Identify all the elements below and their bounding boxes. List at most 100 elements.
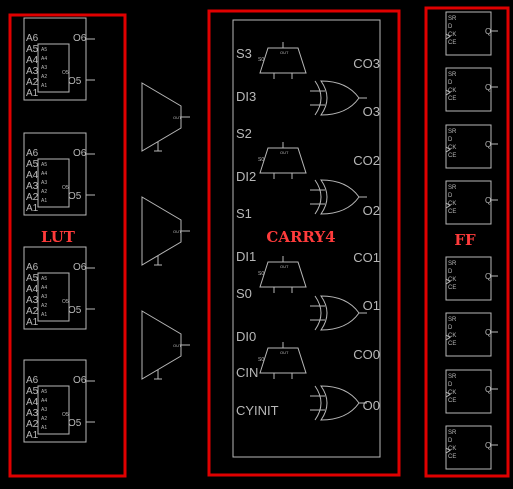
carry4-pin-co2: CO2 [353,153,380,168]
carry-mux-out-label: OUT [280,264,289,269]
ff-pin-sr: SR [448,261,457,267]
lut-input-a6: A6 [26,262,39,273]
lut-input-a1: A1 [26,430,39,441]
carry4-xor-3 [310,385,367,421]
lut-inner-pin-a5: A5 [41,276,47,282]
ff-output-q: Q [485,140,491,149]
ff-clock-marker [445,391,451,398]
mux-1: OUT [141,196,190,266]
carry4-pin-s2: S2 [236,126,252,141]
carry4-region-label: CARRY4 [266,228,335,246]
carry4-pin-o1: O1 [363,298,380,313]
ff-pin-ck: CK [448,32,456,38]
xor-body [320,80,360,116]
ff-pin-ce: CE [448,398,456,404]
lut-inner-pin-a1: A1 [41,198,47,204]
ff-region-label: FF [454,231,476,249]
lut-input-a3: A3 [26,181,39,192]
lut-input-a2: A2 [26,306,39,317]
ff-pin-ce: CE [448,96,456,102]
ff-output-q: Q [485,196,491,205]
ff-clock-marker [445,202,451,209]
ff-output-q: Q [485,441,491,450]
carry4-pin-di2: DI2 [236,169,256,184]
mux-body [141,310,182,380]
carry4-pin-s0: S0 [236,286,252,301]
carry-mux-body [259,47,307,74]
carry4-xor-2 [310,295,367,331]
carry-mux-body [259,147,307,174]
lut-input-a5: A5 [26,386,39,397]
lut-inner-out: O5 [62,185,69,191]
carry-mux-out-label: OUT [280,150,289,155]
ff-clock-marker [445,334,451,341]
mux-0: OUT [141,82,190,152]
lut-input-a1: A1 [26,203,39,214]
ff-pin-d: D [448,193,453,199]
ff-pin-ck: CK [448,201,456,207]
lut-inner-pin-a3: A3 [41,294,47,300]
lut-input-a4: A4 [26,397,39,408]
ff-pin-ce: CE [448,153,456,159]
lut-region-box [8,13,127,478]
lut-output-o6: O6 [73,148,87,159]
carry4-pin-o2: O2 [363,203,380,218]
ff-pin-ck: CK [448,277,456,283]
lut-input-a6: A6 [26,148,39,159]
lut-input-a3: A3 [26,66,39,77]
ff-pin-sr: SR [448,317,457,323]
mux-out-label: OUT [173,115,182,120]
carry4-pin-di3: DI3 [236,89,256,104]
lut-inner-pin-a1: A1 [41,312,47,318]
carry-mux-sel-label: S0 [258,157,264,163]
ff-pin-ck: CK [448,446,456,452]
ff-pin-d: D [448,80,453,86]
carry-mux-sel-label: S0 [258,357,264,363]
carry4-mux-1: OUT S0 [258,142,307,179]
lut-column: A6A5A4A3A2A1A5A4A3A2A1O5O6O5A6A5A4A3A2A1… [23,17,95,443]
carry4-pin-cin: CIN [236,365,258,380]
lut-inner-pin-a2: A2 [41,189,47,195]
lut-outer-box [23,246,87,330]
lut-input-a2: A2 [26,419,39,430]
ff-pin-ce: CE [448,285,456,291]
lut-inner-out: O5 [62,412,69,418]
carry4-pin-o3: O3 [363,104,380,119]
lut-input-a1: A1 [26,88,39,99]
lut-inner-box [37,272,70,322]
carry-mux-body [259,261,307,288]
lut-inner-box [37,158,70,208]
ff-pin-d: D [448,269,453,275]
ff-output-q: Q [485,385,491,394]
lut-output-o6: O6 [73,262,87,273]
ff-pin-ck: CK [448,333,456,339]
carry4-pin-s1: S1 [236,206,252,221]
lut-outer-box [23,17,87,101]
lut-inner-pin-a3: A3 [41,65,47,71]
lut-inner-pin-a4: A4 [41,398,47,404]
carry4-pin-di0: DI0 [236,329,256,344]
carry4-block: S3S2S1S0DI3DI2DI1DI0CINCYINITCO3CO2CO1CO… [232,19,381,458]
ff-pin-ce: CE [448,454,456,460]
lut-input-a4: A4 [26,284,39,295]
lut-output-o5: O5 [68,418,82,429]
lut-output-o6: O6 [73,375,87,386]
lut-input-a4: A4 [26,55,39,66]
ff-pin-ce: CE [448,341,456,347]
lut-output-o5: O5 [68,305,82,316]
ff-pin-ck: CK [448,145,456,151]
lut-outer-box [23,359,87,443]
lut-input-a5: A5 [26,273,39,284]
lut-inner-pin-a5: A5 [41,162,47,168]
ff-pin-ce: CE [448,209,456,215]
lut-inner-pin-a4: A4 [41,171,47,177]
